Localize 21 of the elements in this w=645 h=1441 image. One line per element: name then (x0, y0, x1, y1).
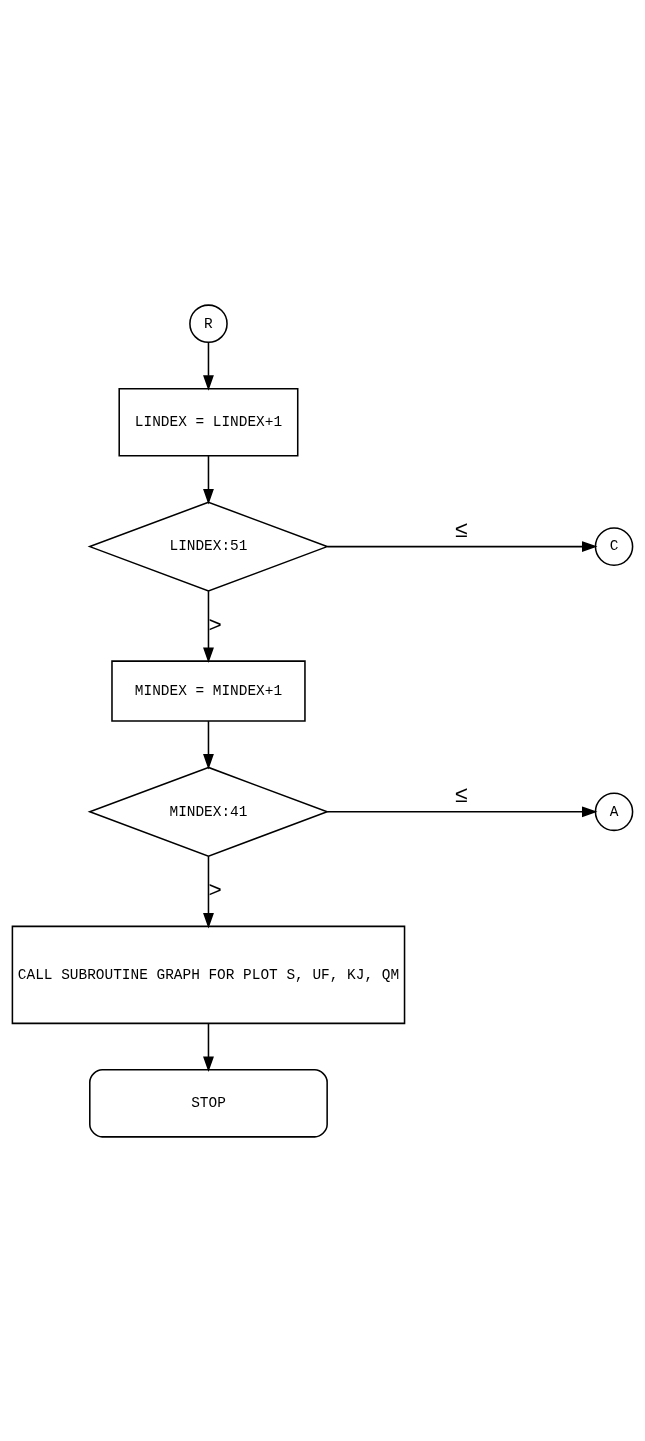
arrow (203, 341, 214, 391)
arrow (326, 805, 598, 817)
arrow (203, 1022, 214, 1072)
edge-label: > (208, 610, 222, 637)
node-diamond: LINDEX:51 (87, 500, 330, 592)
node-box: LINDEX = LINDEX+1 (118, 387, 299, 457)
arrow (203, 855, 214, 929)
edge-label: ≤ (455, 515, 468, 542)
arrow (203, 589, 214, 663)
arrow (203, 454, 214, 504)
arrow (326, 540, 598, 552)
edge-label: ≤ (455, 780, 468, 807)
node-box: STOP (89, 1068, 328, 1138)
node-circle: R (189, 303, 228, 343)
node-box: CALL SUBROUTINE GRAPH FOR PLOT S, UF, KJ, QM (11, 925, 406, 1024)
edge-label: > (208, 875, 222, 902)
node-box: MINDEX = MINDEX+1 (111, 659, 306, 722)
node-circle: A (594, 791, 634, 831)
node-circle: C (594, 526, 634, 566)
arrow (203, 719, 214, 770)
node-diamond: MINDEX:41 (87, 766, 330, 857)
